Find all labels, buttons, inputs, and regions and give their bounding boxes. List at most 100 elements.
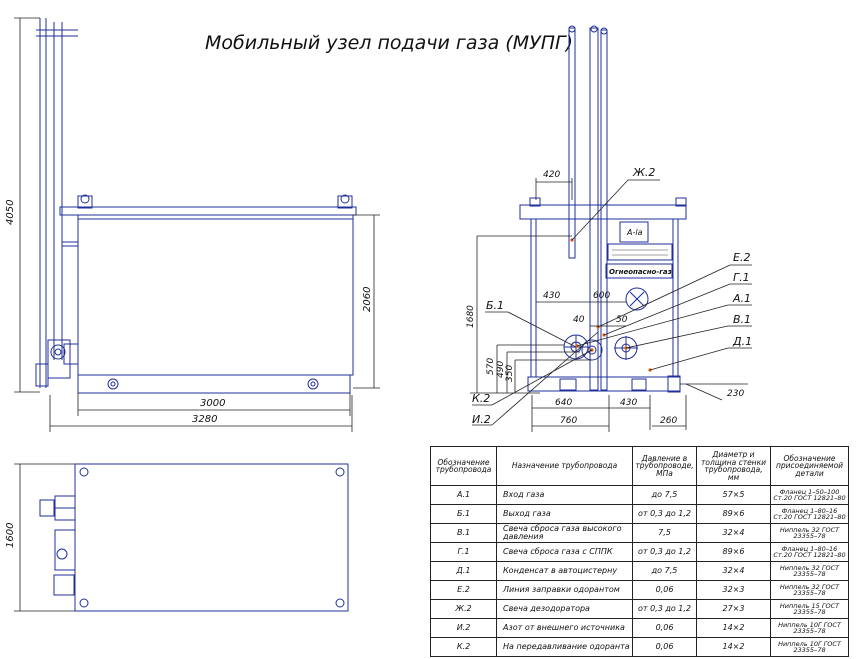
dim-570: 570: [486, 358, 496, 375]
cell-name: Линия заправки одорантом: [496, 580, 633, 600]
callout-k2: К.2: [472, 392, 490, 405]
callout-a1: А.1: [732, 292, 751, 305]
callout-d1: Д.1: [732, 335, 752, 348]
cell-pressure: до 7,5: [632, 485, 697, 505]
cell-code: Б.1: [430, 504, 497, 524]
cell-code: И.2: [430, 618, 497, 638]
cell-code: Ж.2: [430, 599, 497, 619]
dim-length-total: 3280: [192, 414, 217, 425]
table-header-row: Обозначение трубопровода Назначение труб…: [430, 446, 849, 486]
callout-leaders: [472, 179, 752, 426]
cell-pressure: от 0,3 до 1,2: [632, 504, 697, 524]
cell-detail: Ниппель 15 ГОСТ 23355–78: [770, 599, 849, 619]
panel-lines: [612, 249, 668, 256]
cell-detail: Фланец 1–80–16 Ст.20 ГОСТ 12821–80: [770, 504, 849, 524]
callout-b1: Б.1: [486, 299, 504, 312]
dim-230: 230: [727, 389, 744, 399]
cell-pressure: от 0,3 до 1,2: [632, 542, 697, 562]
callout-g1: Г.1: [733, 271, 750, 284]
cell-detail: Ниппель 10Г ГОСТ 23355–78: [770, 637, 849, 657]
panel-danger: Огнеопасно-газ: [609, 268, 672, 276]
cell-name: Свеча дезодоратора: [496, 599, 633, 619]
cell-diameter: 89×6: [696, 542, 771, 562]
cell-diameter: 27×3: [696, 599, 771, 619]
dim-600: 600: [593, 291, 610, 301]
cell-diameter: 32×4: [696, 523, 771, 543]
cell-name: Вход газа: [496, 485, 633, 505]
cell-code: К.2: [430, 637, 497, 657]
cell-pressure: от 0,3 до 1,2: [632, 599, 697, 619]
header-name: Назначение трубопровода: [496, 446, 633, 486]
dim-490: 490: [496, 361, 506, 378]
side-elevation: [35, 18, 357, 394]
cell-detail: Ниппель 32 ГОСТ 23355–78: [770, 580, 849, 600]
dim-50: 50: [616, 315, 628, 325]
cell-diameter: 14×2: [696, 637, 771, 657]
cell-diameter: 89×6: [696, 504, 771, 524]
dim-40: 40: [573, 315, 585, 325]
callout-zh2: Ж.2: [632, 166, 655, 179]
cell-detail: Ниппель 32 ГОСТ 23355–78: [770, 561, 849, 581]
cell-detail: Ниппель 32 ГОСТ 23355–78: [770, 523, 849, 543]
dim-640: 640: [555, 398, 572, 408]
cell-pressure: 0,06: [632, 580, 697, 600]
dim-430b: 430: [620, 398, 637, 408]
plan-dimensions: [14, 463, 75, 612]
pipeline-spec-table: Обозначение трубопровода Назначение труб…: [430, 446, 849, 657]
cell-diameter: 57×5: [696, 485, 771, 505]
dim-760: 760: [560, 416, 577, 426]
plan-view: [39, 463, 349, 612]
dim-width-plan: 1600: [5, 523, 16, 548]
cell-diameter: 32×4: [696, 561, 771, 581]
cell-name: Свеча сброса газа с СППК: [496, 542, 633, 562]
dim-height-total: 4050: [5, 200, 16, 225]
drawing-title: Мобильный узел подачи газа (МУПГ): [205, 32, 573, 54]
header-code: Обозначение трубопровода: [430, 446, 497, 486]
dim-350: 350: [505, 365, 515, 382]
callout-v1: В.1: [733, 313, 751, 326]
cell-code: В.1: [430, 523, 497, 543]
dim-430: 430: [543, 291, 560, 301]
cell-diameter: 14×2: [696, 618, 771, 638]
cell-detail: Ниппель 10Г ГОСТ 23355–78: [770, 618, 849, 638]
cell-name: Свеча сброса газа высокого давления: [496, 523, 633, 543]
header-pressure: Давление в трубопроводе, МПа: [632, 446, 697, 486]
callout-i2: И.2: [472, 413, 491, 426]
cell-detail: Фланец 1–50–100 Ст.20 ГОСТ 12821–80: [770, 485, 849, 505]
cell-name: Выход газа: [496, 504, 633, 524]
front-elevation: [519, 25, 687, 393]
side-dimensions: [14, 17, 380, 432]
cell-name: Азот от внешнего источника: [496, 618, 633, 638]
cell-detail: Фланец 1–80–16 Ст.20 ГОСТ 12821–80: [770, 542, 849, 562]
cell-pressure: до 7,5: [632, 561, 697, 581]
cell-pressure: 0,06: [632, 618, 697, 638]
cell-name: Конденсат в автоцистерну: [496, 561, 633, 581]
panel-sign: A-la: [626, 228, 643, 237]
dim-length-frame: 3000: [200, 398, 225, 409]
callout-e2: Е.2: [733, 251, 750, 264]
cell-code: Д.1: [430, 561, 497, 581]
header-diameter: Диаметр и толщина стенки трубопровода, м…: [696, 446, 771, 486]
header-detail: Обозначение присоединяемой детали: [770, 446, 849, 486]
cell-pressure: 0,06: [632, 637, 697, 657]
cell-code: А.1: [430, 485, 497, 505]
cell-code: Г.1: [430, 542, 497, 562]
cell-diameter: 32×3: [696, 580, 771, 600]
cell-name: На передавливание одоранта: [496, 637, 633, 657]
dim-260: 260: [660, 416, 677, 426]
cell-pressure: 7,5: [632, 523, 697, 543]
dim-height-body: 2060: [362, 287, 373, 312]
dim-420: 420: [543, 170, 560, 180]
cell-code: Е.2: [430, 580, 497, 600]
dim-1680: 1680: [466, 305, 476, 328]
